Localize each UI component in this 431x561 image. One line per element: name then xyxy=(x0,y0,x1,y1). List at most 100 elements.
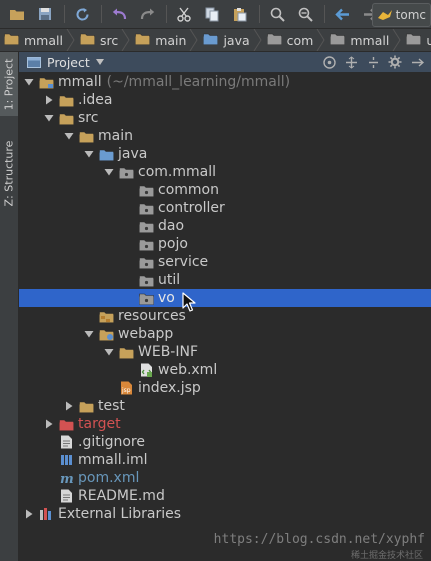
breadcrumb-item[interactable]: main xyxy=(131,32,189,48)
find-icon[interactable] xyxy=(266,3,288,25)
text-file-icon xyxy=(59,435,74,449)
expanded-arrow-icon[interactable] xyxy=(83,325,95,343)
expanded-arrow-icon[interactable] xyxy=(43,109,55,127)
collapsed-arrow-icon[interactable] xyxy=(43,415,55,433)
run-configuration-dropdown[interactable]: tomc xyxy=(371,3,431,27)
breadcrumb-label: mmall xyxy=(24,32,63,48)
breadcrumb-item[interactable]: util xyxy=(402,32,431,48)
cut-icon[interactable] xyxy=(173,3,195,25)
tree-node-main[interactable]: main xyxy=(19,127,431,145)
tree-node-target[interactable]: target xyxy=(19,415,431,433)
project-panel-header: Project xyxy=(19,52,431,73)
tree-node-mmall-iml[interactable]: mmall.iml xyxy=(19,451,431,469)
tree-node-mmall[interactable]: mmall(~/mmall_learning/mmall) xyxy=(19,73,431,91)
tree-node-java[interactable]: java xyxy=(19,145,431,163)
tree-node-gitignore[interactable]: .gitignore xyxy=(19,433,431,451)
tree-node-web-xml[interactable]: web.xml xyxy=(19,361,431,379)
tree-spacer xyxy=(43,487,55,505)
breadcrumb-item[interactable]: src xyxy=(76,32,121,48)
tree-node-common[interactable]: common xyxy=(19,181,431,199)
collapsed-arrow-icon[interactable] xyxy=(43,91,55,109)
paste-icon[interactable] xyxy=(229,3,251,25)
tree-node-web-inf[interactable]: WEB-INF xyxy=(19,343,431,361)
tree-node-external-libraries[interactable]: External Libraries xyxy=(19,505,431,523)
tree-node-util[interactable]: util xyxy=(19,271,431,289)
open-icon[interactable] xyxy=(6,3,28,25)
replace-icon[interactable] xyxy=(294,3,316,25)
library-icon xyxy=(39,507,54,521)
tree-spacer xyxy=(83,307,95,325)
tree-node-controller[interactable]: controller xyxy=(19,199,431,217)
tree-node-vo[interactable]: vo xyxy=(19,289,431,307)
tree-spacer xyxy=(43,433,55,451)
project-view-icon xyxy=(27,57,41,68)
main-toolbar: tomc xyxy=(0,0,431,29)
folder-icon xyxy=(80,32,95,48)
breadcrumb-separator-icon xyxy=(253,29,263,51)
expanded-arrow-icon[interactable] xyxy=(103,163,115,181)
tree-node-webapp[interactable]: webapp xyxy=(19,325,431,343)
package-icon xyxy=(139,237,154,251)
dropdown-arrow-icon[interactable] xyxy=(95,59,104,65)
tree-spacer xyxy=(123,199,135,217)
expanded-arrow-icon[interactable] xyxy=(103,343,115,361)
expand-all-icon[interactable] xyxy=(343,54,359,70)
tab-structure[interactable]: Z: Structure xyxy=(0,128,18,218)
tree-node-service[interactable]: service xyxy=(19,253,431,271)
breadcrumb-item[interactable]: java xyxy=(199,32,252,48)
collapsed-arrow-icon[interactable] xyxy=(63,397,75,415)
tree-spacer xyxy=(123,181,135,199)
breadcrumb-label: mmall xyxy=(350,32,390,48)
package-icon xyxy=(139,201,154,215)
svg-text:jsp: jsp xyxy=(121,387,131,394)
hide-panel-icon[interactable] xyxy=(409,54,425,70)
collapsed-arrow-icon[interactable] xyxy=(23,505,35,523)
tree-node-readme-md[interactable]: README.md xyxy=(19,487,431,505)
copy-icon[interactable] xyxy=(201,3,223,25)
expanded-arrow-icon[interactable] xyxy=(83,145,95,163)
undo-icon[interactable] xyxy=(108,3,130,25)
breadcrumb-separator-icon xyxy=(392,29,402,51)
toolbar-separator xyxy=(259,5,260,23)
folder-icon xyxy=(135,32,151,48)
package-icon xyxy=(139,273,154,287)
jsp-file-icon: jsp xyxy=(119,381,134,395)
breadcrumb-item[interactable]: mmall xyxy=(326,32,392,48)
resource-folder-icon xyxy=(99,309,114,323)
tree-spacer xyxy=(103,379,115,397)
breadcrumb-label: src xyxy=(99,32,119,48)
tree-node-src[interactable]: src xyxy=(19,109,431,127)
tree-spacer xyxy=(123,361,135,379)
tab-project[interactable]: 1: Project xyxy=(0,52,18,116)
tree-node-label: dao xyxy=(158,218,185,234)
tree-node-pojo[interactable]: pojo xyxy=(19,235,431,253)
tree-node-label: .idea xyxy=(78,92,113,108)
collapse-all-icon[interactable] xyxy=(365,54,381,70)
tree-node-com-mmall[interactable]: com.mmall xyxy=(19,163,431,181)
sync-icon[interactable] xyxy=(71,3,93,25)
tree-node-idea[interactable]: .idea xyxy=(19,91,431,109)
redo-icon[interactable] xyxy=(136,3,158,25)
expanded-arrow-icon[interactable] xyxy=(63,127,75,145)
package-icon xyxy=(139,183,154,197)
settings-gear-icon[interactable] xyxy=(387,54,403,70)
tree-node-resources[interactable]: resources xyxy=(19,307,431,325)
tree-node-label: com.mmall xyxy=(138,164,216,180)
breadcrumb-item[interactable]: mmall xyxy=(0,32,66,48)
tree-node-test[interactable]: test xyxy=(19,397,431,415)
svg-text:m: m xyxy=(60,472,74,485)
breadcrumb-separator-icon xyxy=(189,29,199,51)
excluded-folder-icon xyxy=(59,417,74,431)
tree-node-label: README.md xyxy=(78,488,165,504)
back-icon[interactable] xyxy=(331,3,353,25)
tree-node-label: resources xyxy=(118,308,186,324)
expanded-arrow-icon[interactable] xyxy=(23,73,35,91)
scroll-from-source-icon[interactable] xyxy=(321,54,337,70)
module-folder-icon xyxy=(39,75,54,89)
save-icon[interactable] xyxy=(34,3,56,25)
tree-node-dao[interactable]: dao xyxy=(19,217,431,235)
tree-node-label: controller xyxy=(158,200,225,216)
breadcrumb-item[interactable]: com xyxy=(263,32,317,48)
